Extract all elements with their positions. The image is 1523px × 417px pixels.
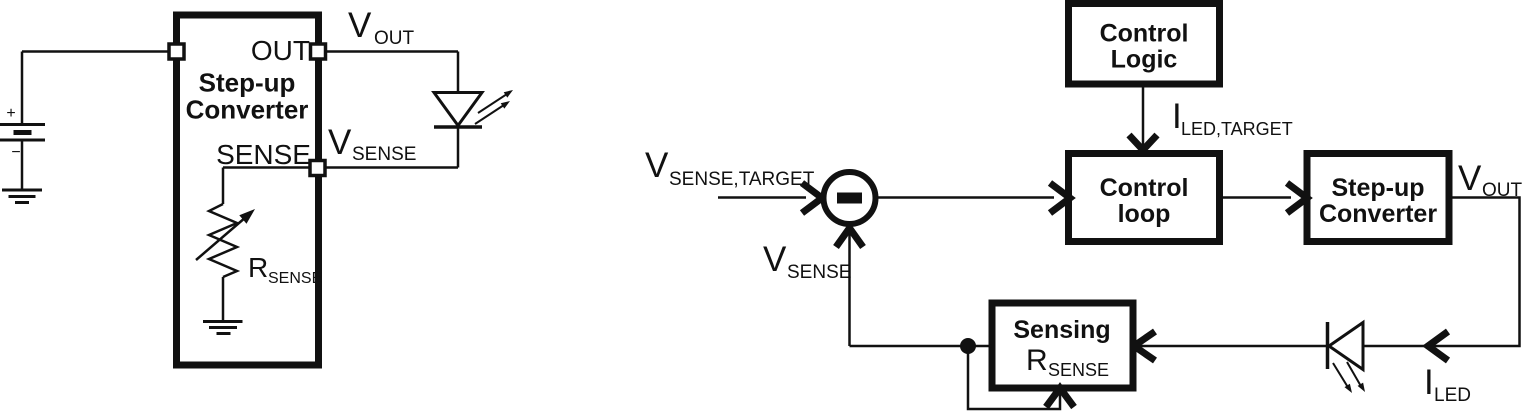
vsense-label-left: V SENSE bbox=[328, 123, 416, 165]
battery-symbol: + − bbox=[0, 51, 45, 204]
minus-operator bbox=[837, 192, 862, 204]
vsense-target-base: V bbox=[645, 146, 669, 185]
control-logic-label-line1: Control bbox=[1100, 20, 1189, 48]
out-pin-label: OUT bbox=[251, 35, 310, 66]
variable-resistor-arrow bbox=[195, 216, 247, 261]
arrowhead-into-control-loop bbox=[1047, 180, 1076, 216]
vsense-target-label: V SENSE,TARGET bbox=[645, 146, 815, 190]
stepup-converter-label-line1: Step-up bbox=[199, 68, 296, 98]
control-loop-label-line2: loop bbox=[1118, 200, 1171, 228]
iled-target-label: I LED,TARGET bbox=[1172, 97, 1293, 139]
led-triangle-right bbox=[1326, 319, 1365, 373]
left-application-circuit: + − Step-up Converter OUT SENSE V OUT V bbox=[0, 6, 513, 369]
control-logic-label-line2: Logic bbox=[1111, 46, 1178, 74]
right-control-block-diagram: Control Logic I LED,TARGET Control loop … bbox=[645, 0, 1523, 411]
vout-feed-wire bbox=[1432, 196, 1521, 348]
iled-target-base: I bbox=[1172, 97, 1182, 136]
light-arrow-1 bbox=[477, 91, 511, 114]
light-arrow-2 bbox=[1346, 361, 1363, 389]
vsense-base: V bbox=[328, 123, 352, 162]
variable-resistor-arrowhead bbox=[239, 209, 255, 224]
led-branch bbox=[325, 50, 513, 169]
sensing-rsense-base: R bbox=[1026, 344, 1048, 377]
ground-symbol-resistor bbox=[203, 320, 243, 335]
ground-symbol-battery bbox=[2, 188, 42, 204]
control-loop-box bbox=[1065, 150, 1223, 245]
light-arrow-2-head bbox=[1357, 382, 1365, 392]
led-light-arrows bbox=[474, 90, 513, 125]
sense-pin-label: SENSE bbox=[216, 139, 311, 170]
vsense-target-sub: SENSE,TARGET bbox=[669, 169, 815, 190]
feedback-path: V SENSE bbox=[763, 221, 1077, 411]
vout-base: V bbox=[348, 6, 372, 45]
resistor-zigzag bbox=[205, 202, 241, 279]
rsense-sub: SENSE bbox=[268, 270, 322, 287]
vsense-label-right: V SENSE bbox=[763, 240, 851, 283]
vsense-right-base: V bbox=[763, 240, 787, 279]
vsense-sub: SENSE bbox=[352, 144, 416, 165]
battery-plus-sign: + bbox=[6, 105, 15, 122]
light-arrow-2-head bbox=[500, 101, 510, 109]
battery-minus-sign: − bbox=[11, 144, 20, 161]
vout-right-base: V bbox=[1458, 159, 1482, 198]
arrowhead-into-sensing-bottom bbox=[1043, 382, 1077, 410]
arrowhead-into-summing-bottom bbox=[833, 221, 866, 250]
light-arrow-1 bbox=[1332, 362, 1350, 390]
supply-pin-terminal bbox=[167, 42, 186, 61]
stepup-block-label-line2: Converter bbox=[1319, 200, 1437, 228]
iled-target-sub: LED,TARGET bbox=[1181, 119, 1293, 139]
vout-label-left: V OUT bbox=[348, 6, 415, 49]
arrowhead-into-stepup bbox=[1284, 180, 1313, 216]
control-logic-box bbox=[1065, 0, 1223, 88]
led-light-arrows-right bbox=[1332, 361, 1365, 393]
sensing-label-title: Sensing bbox=[1013, 316, 1110, 344]
vsense-right-sub: SENSE bbox=[787, 262, 851, 283]
control-loop-label-line1: Control bbox=[1100, 174, 1189, 202]
led-symbol-right bbox=[1127, 319, 1428, 393]
vout-right-sub: OUT bbox=[1482, 180, 1523, 201]
light-arrow-1-head bbox=[1344, 383, 1352, 393]
led-triangle bbox=[431, 91, 485, 129]
rsense-label-left: R SENSE bbox=[248, 252, 322, 287]
vout-sub: OUT bbox=[374, 28, 415, 49]
iled-label: I LED bbox=[1424, 363, 1471, 406]
iled-base: I bbox=[1424, 363, 1434, 402]
sensing-rsense-sub: SENSE bbox=[1048, 360, 1109, 380]
vout-label-right: V OUT bbox=[1458, 159, 1523, 201]
light-arrow-2 bbox=[474, 102, 508, 125]
out-pin-terminal bbox=[308, 42, 328, 61]
light-arrow-1-head bbox=[503, 90, 513, 98]
stepup-converter-label-line2: Converter bbox=[186, 95, 309, 125]
stepup-converter-box bbox=[173, 11, 322, 369]
iled-sub: LED bbox=[1434, 385, 1471, 406]
sensing-rsense-label: R SENSE bbox=[1026, 344, 1109, 380]
sensing-return-wire bbox=[966, 346, 1062, 411]
rsense-base: R bbox=[248, 252, 268, 283]
stepup-block-label-line1: Step-up bbox=[1331, 174, 1424, 202]
sense-pin-terminal bbox=[308, 158, 327, 178]
summing-junction bbox=[820, 169, 879, 227]
sense-resistor-branch: R SENSE bbox=[195, 166, 322, 335]
